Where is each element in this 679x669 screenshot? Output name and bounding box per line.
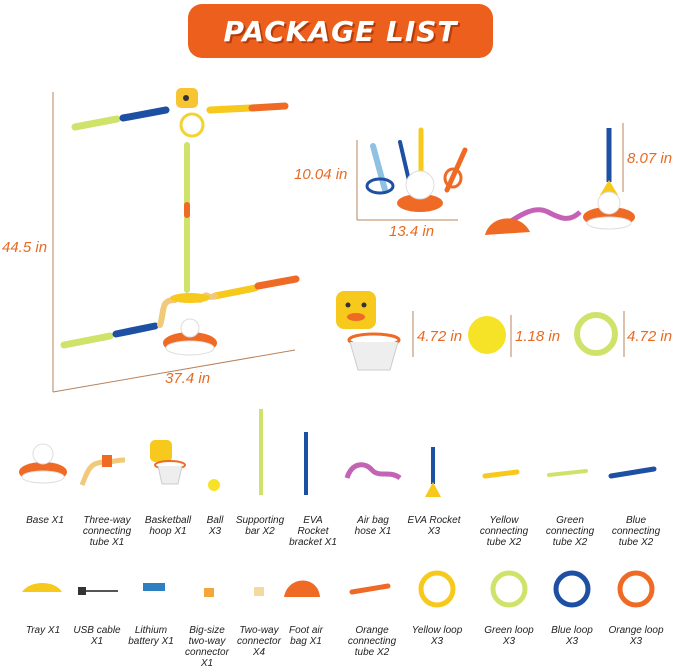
part-caption-air-bag-hose: Air bag hose X1 — [354, 515, 392, 537]
part-caption-base: Base X1 — [26, 515, 64, 526]
part-caption-green-tube: Green connecting tube X2 — [545, 515, 595, 548]
rack-height-label: 10.04 in — [294, 166, 348, 183]
assembled-height-label: 44.5 in — [2, 239, 48, 256]
ball-illustration — [468, 316, 506, 354]
rocket-rack — [356, 127, 468, 221]
part-caption-supporting-bar: Supporting bar X2 — [235, 515, 285, 537]
parts-row-2 — [22, 570, 655, 608]
assembled-dimension-lines — [52, 92, 296, 393]
parts-row-1 — [19, 409, 657, 497]
part-caption-foot-air-bag: Foot air bag X1 — [289, 625, 323, 647]
part-caption-ball: Ball X3 — [206, 515, 224, 537]
part-caption-tray: Tray X1 — [25, 625, 61, 636]
part-caption-orange-loop: Orange loop X3 — [608, 625, 664, 647]
rack-width-label: 13.4 in — [389, 223, 435, 240]
package-list-banner: PACKAGE LIST — [188, 4, 493, 58]
part-caption-yellow-loop: Yellow loop X3 — [411, 625, 463, 647]
part-caption-three-way-tube: Three-way connecting tube X1 — [82, 515, 132, 548]
part-caption-basketball-hoop: Basketball hoop X1 — [144, 515, 192, 537]
assembled-width-label: 37.4 in — [165, 370, 211, 387]
banner-title: PACKAGE LIST — [223, 14, 458, 48]
hoop-height-label: 4.72 in — [417, 328, 463, 345]
part-caption-orange-tube: Orange connecting tube X2 — [347, 625, 397, 658]
rocket-launcher — [485, 123, 635, 235]
part-caption-lithium-battery: Lithium battery X1 — [128, 625, 174, 647]
hoop-illustration — [336, 291, 414, 371]
loop-illustration — [574, 312, 618, 356]
part-caption-eva-rocket: EVA Rocket X3 — [407, 515, 461, 537]
part-caption-big-connector: Big-size two-way connector X1 — [185, 625, 229, 669]
part-caption-yellow-tube: Yellow connecting tube X2 — [479, 515, 529, 548]
part-caption-blue-loop: Blue loop X3 — [551, 625, 593, 647]
part-caption-usb-cable: USB cable X1 — [73, 625, 121, 647]
part-caption-rocket-bracket: EVA Rocket bracket X1 — [289, 515, 337, 548]
rocket-height-label: 8.07 in — [627, 150, 673, 167]
part-caption-green-loop: Green loop X3 — [484, 625, 534, 647]
loop-diameter-label: 4.72 in — [627, 328, 673, 345]
part-caption-blue-tube: Blue connecting tube X2 — [611, 515, 661, 548]
part-caption-two-way-connector: Two-way connector X4 — [237, 625, 281, 658]
assembled-toy — [60, 102, 300, 349]
ball-diameter-label: 1.18 in — [515, 328, 561, 345]
